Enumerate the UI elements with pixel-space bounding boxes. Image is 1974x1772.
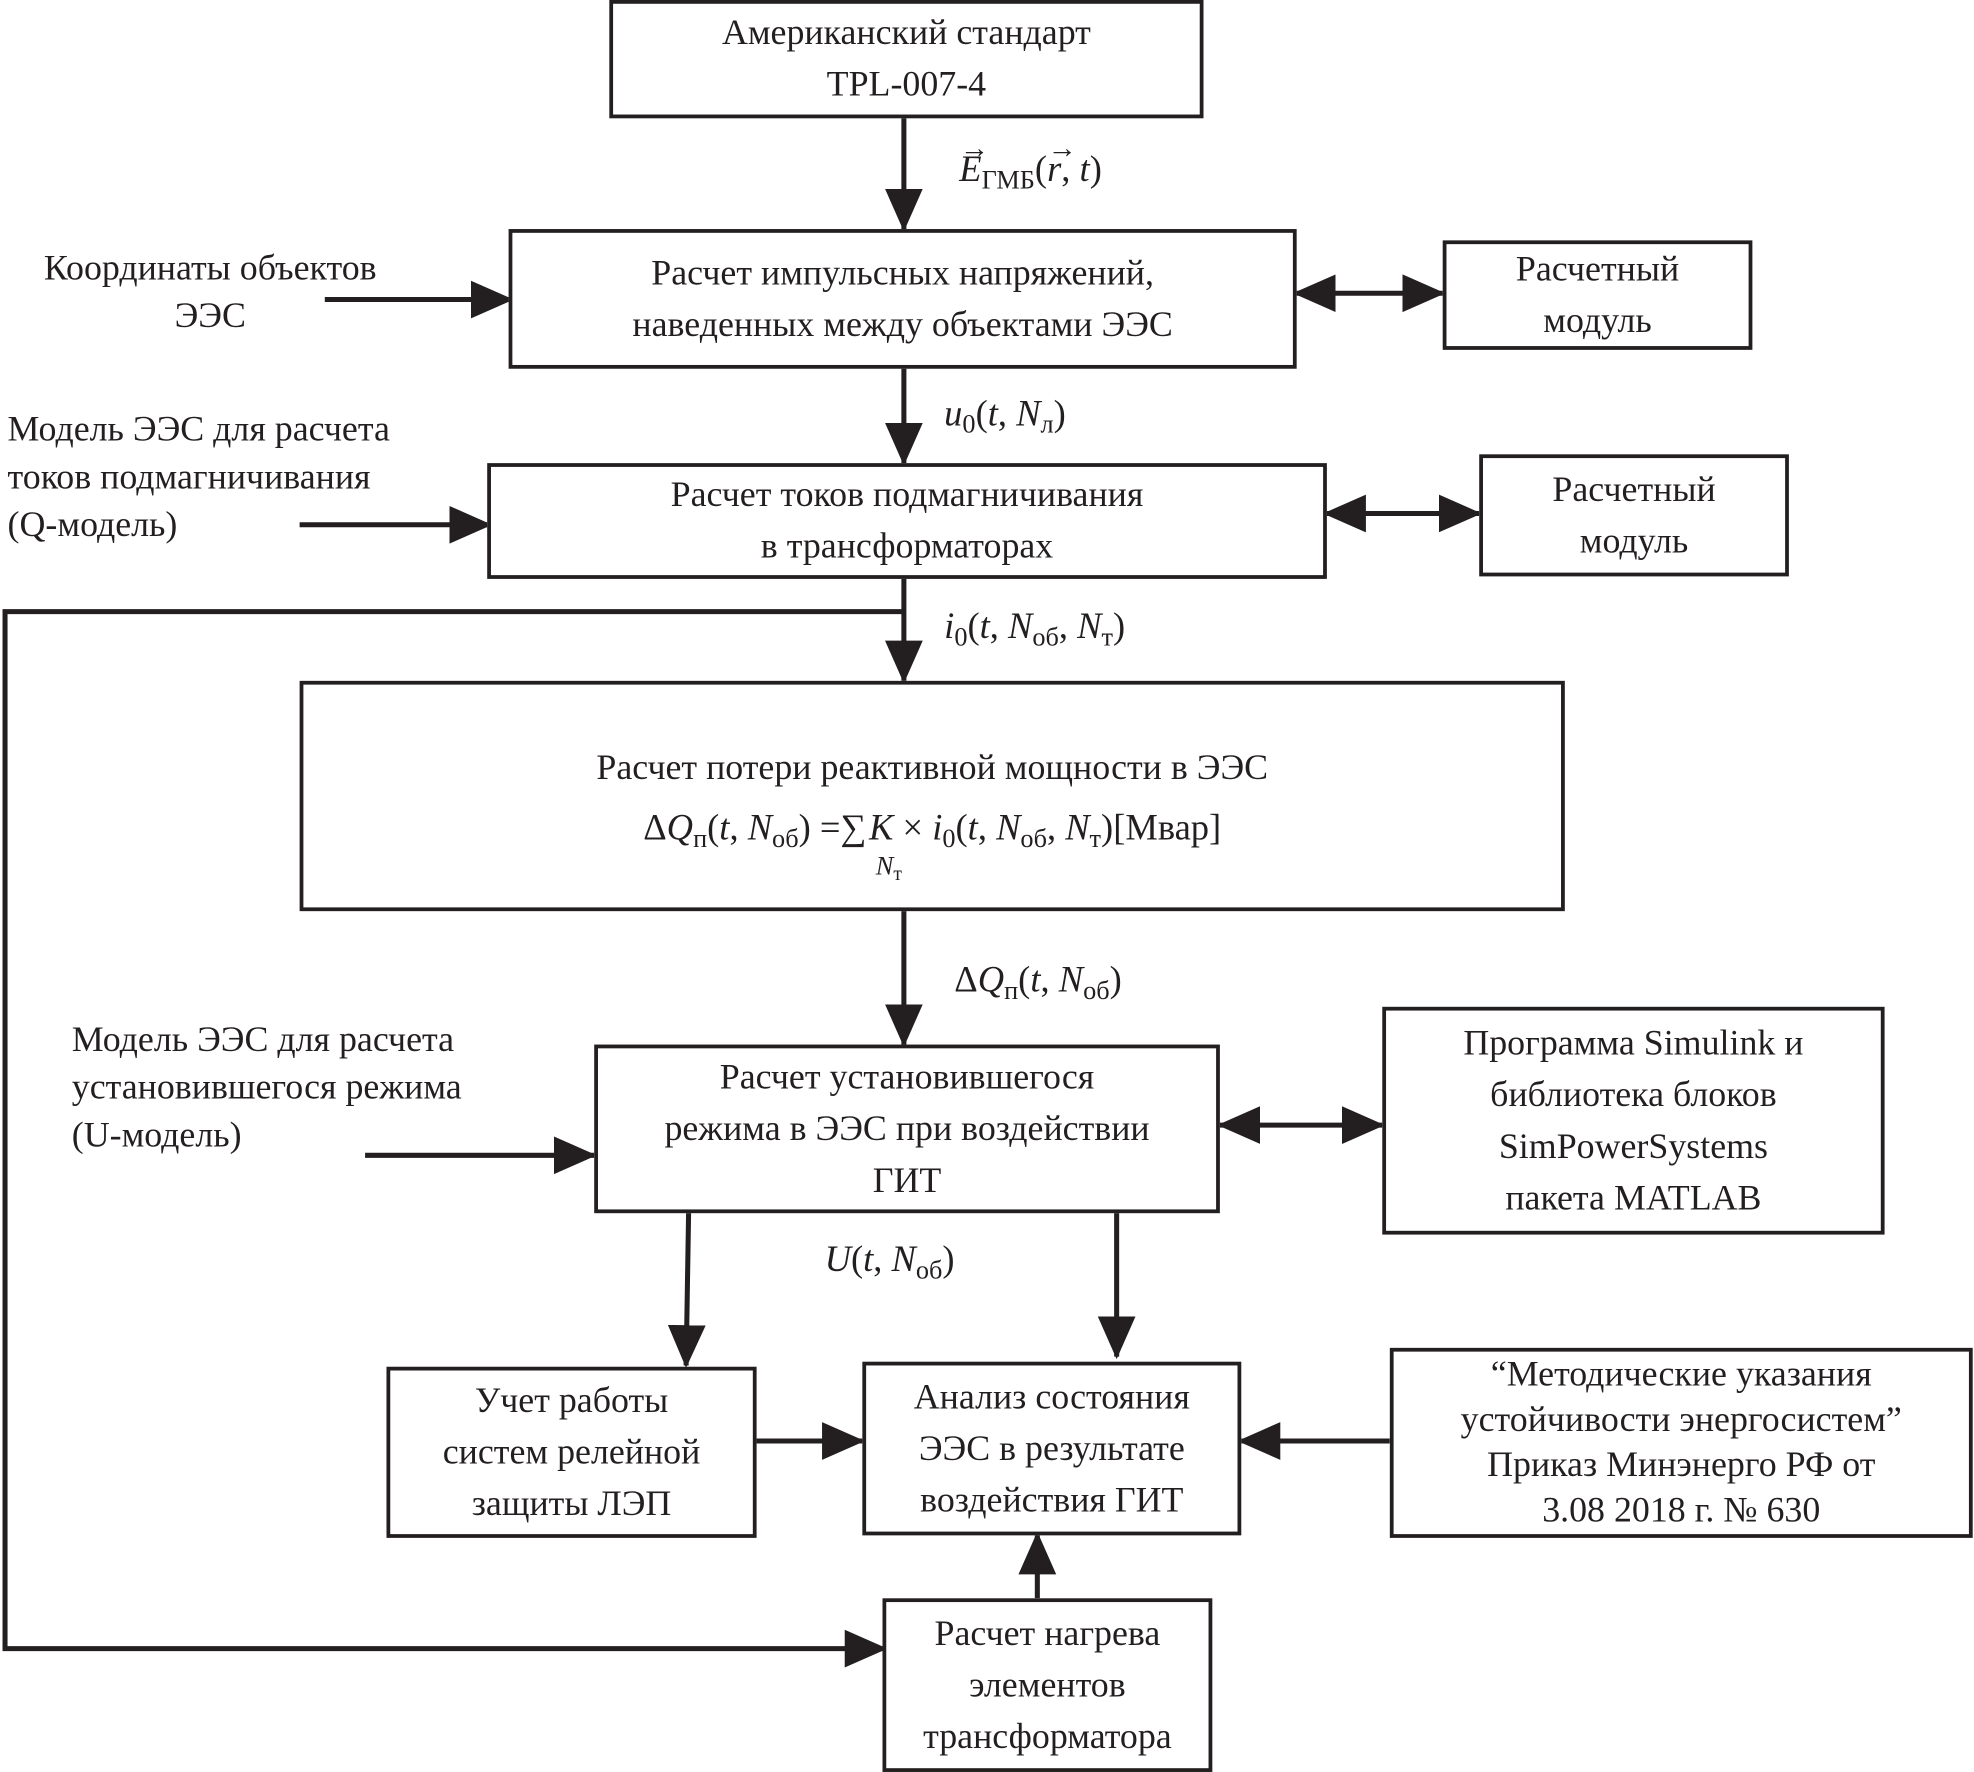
steady-state-line2: режима в ЭЭС при воздействии: [664, 1109, 1150, 1149]
coordinates-line2: ЭЭС: [174, 297, 246, 337]
current-calc-line2: в трансформаторах: [760, 527, 1054, 567]
input-u-model: Модель ЭЭС для расчета установившегося р…: [72, 1017, 462, 1160]
q-model-line3: (Q-модель): [7, 505, 178, 545]
box-relay-protection: Учет работы систем релейной защиты ЛЭП: [386, 1366, 757, 1538]
box-calc-module-1: Расчетный модуль: [1442, 240, 1753, 350]
arrow-feedback-to-heating: [2, 609, 904, 1668]
reactive-loss-unit: [Мвар]: [1113, 807, 1222, 849]
box-reactive-loss: Расчет потери реактивной мощности в ЭЭС …: [299, 680, 1565, 912]
box-guidelines: “Методические указания устойчивости энер…: [1389, 1347, 1973, 1538]
label-i0: i0(t, Nоб, Nт): [944, 606, 1126, 652]
box-voltage-calc: Расчет импульсных напряжений, наведенных…: [508, 229, 1297, 369]
steady-state-line3: ГИТ: [872, 1160, 942, 1200]
box-current-calc: Расчет токов подмагничивания в трансформ…: [487, 463, 1327, 579]
guidelines-line3: Приказ Минэнерго РФ от: [1487, 1445, 1876, 1485]
q-model-line1: Модель ЭЭС для расчета: [7, 410, 390, 450]
voltage-calc-line2: наведенных между объектами ЭЭС: [632, 305, 1173, 345]
arrow-steady-to-relay: [667, 1211, 706, 1368]
box-calc-module-2: Расчетный модуль: [1479, 454, 1789, 577]
simulink-line4: пакета MATLAB: [1505, 1178, 1762, 1218]
box-american-standard: Американский стандарт TPL-007-4: [609, 0, 1204, 119]
standard-line1: Американский стандарт: [721, 13, 1091, 53]
analysis-line2: ЭЭС в результате: [918, 1429, 1185, 1469]
current-calc-line1: Расчет токов подмагничивания: [670, 475, 1144, 515]
guidelines-line2: устойчивости энергосистем”: [1460, 1400, 1902, 1440]
steady-state-line1: Расчет установившегося: [719, 1057, 1095, 1097]
calc-module-1-line1: Расчетный: [1515, 249, 1680, 289]
u-model-line2: установившегося режима: [71, 1068, 462, 1108]
label-u-voltage: U(t, Nоб): [824, 1239, 955, 1285]
heating-line2: элементов: [969, 1665, 1126, 1705]
guidelines-line1: “Методические указания: [1490, 1354, 1872, 1394]
calc-module-1-line2: модуль: [1543, 301, 1652, 341]
reactive-loss-title: Расчет потери реактивной мощности в ЭЭС: [596, 748, 1269, 788]
label-e-gmb: EГМБ(r, t): [959, 127, 1102, 192]
calc-module-2-line2: модуль: [1579, 521, 1689, 561]
box-simulink: Программа Simulink и библиотека блоков S…: [1382, 1006, 1885, 1235]
simulink-line3: SimPowerSystems: [1498, 1126, 1768, 1167]
label-u0: u0(t, Nл): [944, 393, 1066, 440]
relay-line1: Учет работы: [474, 1381, 669, 1421]
simulink-line1: Программа Simulink и: [1463, 1023, 1804, 1063]
calc-module-2-line1: Расчетный: [1552, 470, 1716, 510]
guidelines-line4: 3.08 2018 г. № 630: [1542, 1490, 1821, 1530]
simulink-line2: библиотека блоков: [1490, 1075, 1777, 1115]
relay-line3: защиты ЛЭП: [471, 1484, 672, 1524]
label-delta-q: ΔQп(t, Nоб): [954, 960, 1122, 1006]
input-q-model: Модель ЭЭС для расчета токов подмагничив…: [8, 406, 390, 549]
analysis-line1: Анализ состояния: [913, 1377, 1190, 1417]
box-analysis: Анализ состояния ЭЭС в результате воздей…: [862, 1361, 1242, 1536]
analysis-line3: воздействия ГИТ: [920, 1480, 1184, 1520]
relay-line2: систем релейной: [442, 1432, 701, 1472]
heating-line3: трансформатора: [923, 1717, 1172, 1757]
u-model-line3: (U-модель): [71, 1116, 242, 1156]
heating-line1: Расчет нагрева: [934, 1614, 1161, 1654]
u-model-line1: Модель ЭЭС для расчета: [71, 1020, 455, 1060]
q-model-line2: токов подмагничивания: [7, 458, 371, 498]
standard-line2: TPL-007-4: [826, 65, 987, 105]
box-steady-state: Расчет установившегося режима в ЭЭС при …: [594, 1044, 1220, 1214]
box-heating: Расчет нагрева элементов трансформатора: [882, 1598, 1213, 1772]
voltage-calc-line1: Расчет импульсных напряжений,: [651, 253, 1154, 293]
input-coordinates: Координаты объектов ЭЭС: [5, 245, 415, 341]
coordinates-line1: Координаты объектов: [43, 249, 377, 289]
